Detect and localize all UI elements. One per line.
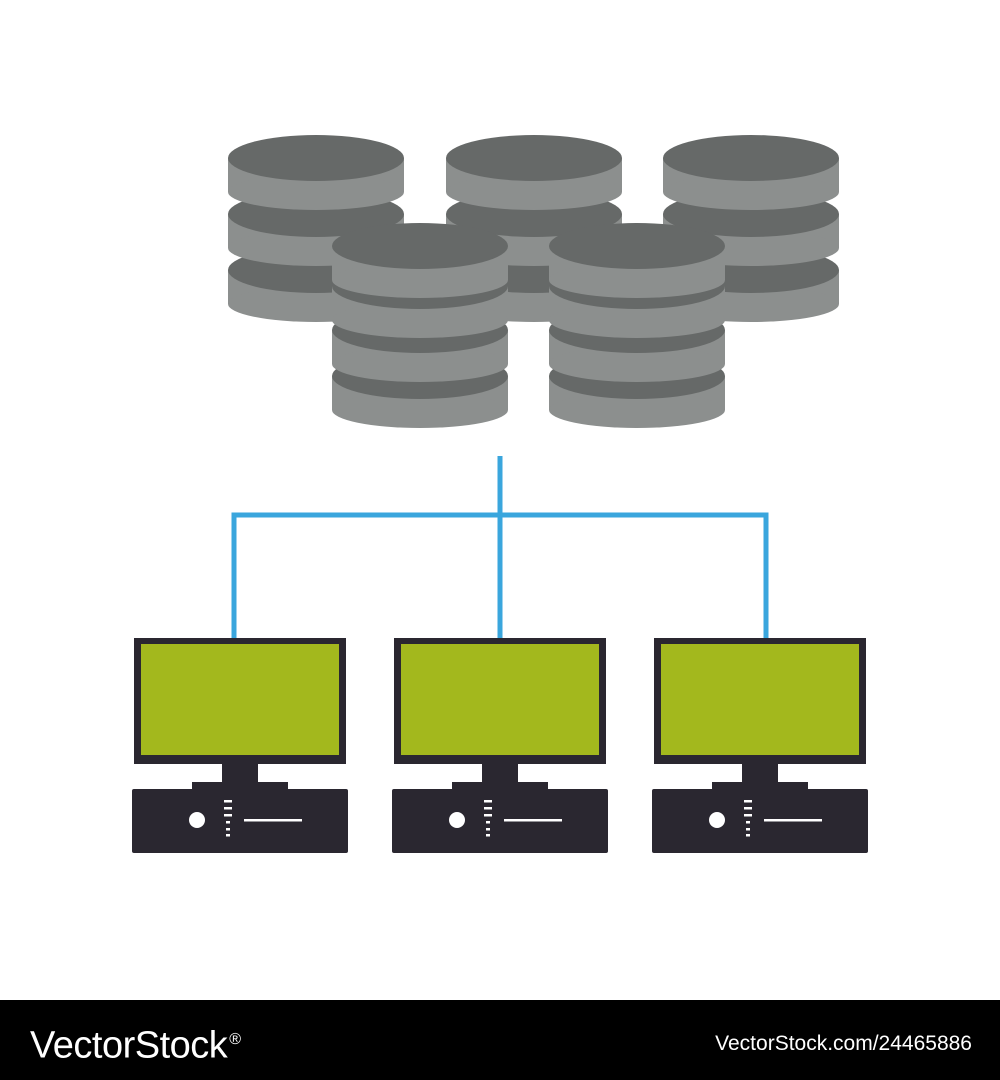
- monitor-icon: [654, 638, 866, 792]
- database-stack-front-left: [332, 223, 508, 428]
- database-cluster-icon: [228, 135, 839, 428]
- computer-3: [652, 638, 868, 853]
- registered-mark: ®: [229, 1031, 241, 1048]
- desktop-tower-icon: [392, 789, 608, 853]
- desktop-tower-icon: [132, 789, 348, 853]
- brand-logo: VectorStock®: [30, 1018, 241, 1068]
- network-connector: [231, 456, 769, 638]
- image-url: VectorStock.com/24465886: [715, 1032, 972, 1055]
- monitor-icon: [134, 638, 346, 792]
- network-diagram: [132, 135, 868, 853]
- watermark-footer: VectorStock® VectorStock.com/24465886: [0, 1000, 1000, 1080]
- monitor-icon: [394, 638, 606, 792]
- computer-2: [392, 638, 608, 853]
- database-stack-front-right: [549, 223, 725, 428]
- brand-name: VectorStock: [30, 1024, 228, 1067]
- desktop-tower-icon: [652, 789, 868, 853]
- computer-1: [132, 638, 348, 853]
